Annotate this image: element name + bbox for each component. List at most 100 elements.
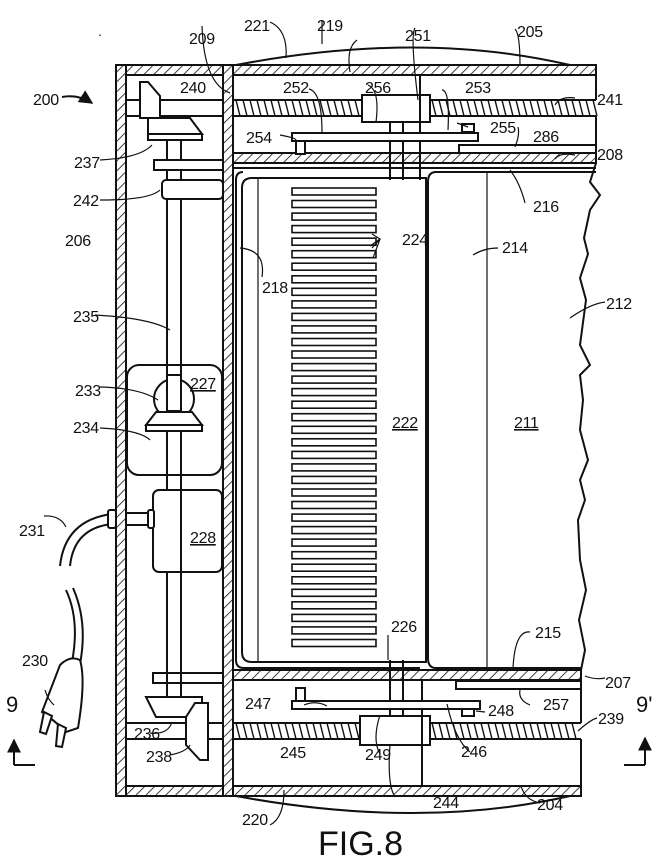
label-224: 224 <box>402 232 428 249</box>
thread <box>501 722 507 740</box>
thread <box>585 99 591 117</box>
thread <box>270 99 276 117</box>
thread <box>431 722 437 740</box>
thread <box>543 722 549 740</box>
thread <box>242 722 248 740</box>
thread <box>277 99 283 117</box>
thread <box>564 722 570 740</box>
thread <box>536 722 542 740</box>
label-236: 236 <box>134 726 160 743</box>
thread <box>473 99 479 117</box>
slat <box>291 350 377 359</box>
label-209: 209 <box>189 31 215 48</box>
bearing-242 <box>161 179 224 200</box>
label-227: 227 <box>190 376 216 393</box>
label-241: 241 <box>597 92 623 109</box>
thread <box>592 99 598 117</box>
gear-237 <box>147 117 204 135</box>
slat <box>291 224 377 234</box>
thread <box>319 99 325 117</box>
label-286: 286 <box>533 129 559 146</box>
slat <box>291 513 377 522</box>
label-255: 255 <box>490 120 516 137</box>
label-206: 206 <box>65 233 91 250</box>
label-251: 251 <box>405 28 431 45</box>
label-239: 239 <box>598 711 624 728</box>
label-253: 253 <box>465 80 491 97</box>
slat <box>291 638 377 648</box>
label-200: 200 <box>33 92 59 109</box>
label-234: 234 <box>73 420 99 437</box>
label-256: 256 <box>365 80 391 97</box>
thread <box>480 722 486 740</box>
label-237: 237 <box>74 155 100 172</box>
thread <box>249 99 255 117</box>
thread <box>515 722 521 740</box>
slat <box>291 300 377 309</box>
label-204: 204 <box>537 797 563 814</box>
slat <box>291 488 377 497</box>
label-208: 208 <box>597 147 623 164</box>
thread <box>284 99 290 117</box>
thread <box>452 99 458 117</box>
thread <box>242 99 248 117</box>
slat <box>291 525 377 535</box>
slat <box>291 262 377 272</box>
thread <box>466 722 472 740</box>
slat <box>291 600 377 610</box>
label-248: 248 <box>488 703 514 720</box>
slat <box>291 538 377 547</box>
thread <box>333 99 339 117</box>
slat <box>291 500 377 510</box>
label-249: 249 <box>365 747 391 764</box>
arm-245 <box>291 687 481 717</box>
slat <box>291 212 377 221</box>
thread <box>291 99 297 117</box>
plug-230 <box>38 657 84 749</box>
thread <box>333 722 339 740</box>
slat <box>291 425 377 435</box>
thread <box>466 99 472 117</box>
carriage-244 <box>359 715 431 746</box>
slat <box>291 450 377 460</box>
thread <box>305 99 311 117</box>
label-211: 211 <box>514 415 539 432</box>
thread <box>326 722 332 740</box>
thread <box>459 722 465 740</box>
slat <box>291 375 377 384</box>
label-212: 212 <box>606 296 632 313</box>
slat <box>291 588 377 598</box>
thread <box>326 99 332 117</box>
thread <box>529 99 535 117</box>
label-246: 246 <box>461 744 487 761</box>
label-238: 238 <box>146 749 172 766</box>
gear-238 <box>185 702 209 761</box>
thread <box>508 99 514 117</box>
slats-224 <box>291 187 377 648</box>
label-221: 221 <box>244 18 270 35</box>
section-mark-left <box>6 738 35 766</box>
rail-286 <box>458 144 597 154</box>
label-231: 231 <box>19 523 45 540</box>
thread <box>340 722 346 740</box>
slat <box>291 312 377 322</box>
section-label-left: 9 <box>6 692 18 717</box>
label-233: 233 <box>75 383 101 400</box>
slat <box>291 387 377 397</box>
thread <box>557 99 563 117</box>
thread <box>270 722 276 740</box>
label-220: 220 <box>242 812 268 829</box>
label-228: 228 <box>190 530 216 547</box>
thread <box>550 722 556 740</box>
thread <box>487 99 493 117</box>
label-244: 244 <box>433 795 459 812</box>
thread <box>473 722 479 740</box>
thread <box>494 722 500 740</box>
assembly-arrow <box>61 90 94 104</box>
thread <box>529 722 535 740</box>
thread <box>578 99 584 117</box>
dome-221 <box>235 46 571 66</box>
label-222: 222 <box>392 415 418 432</box>
label-205: 205 <box>517 24 543 41</box>
